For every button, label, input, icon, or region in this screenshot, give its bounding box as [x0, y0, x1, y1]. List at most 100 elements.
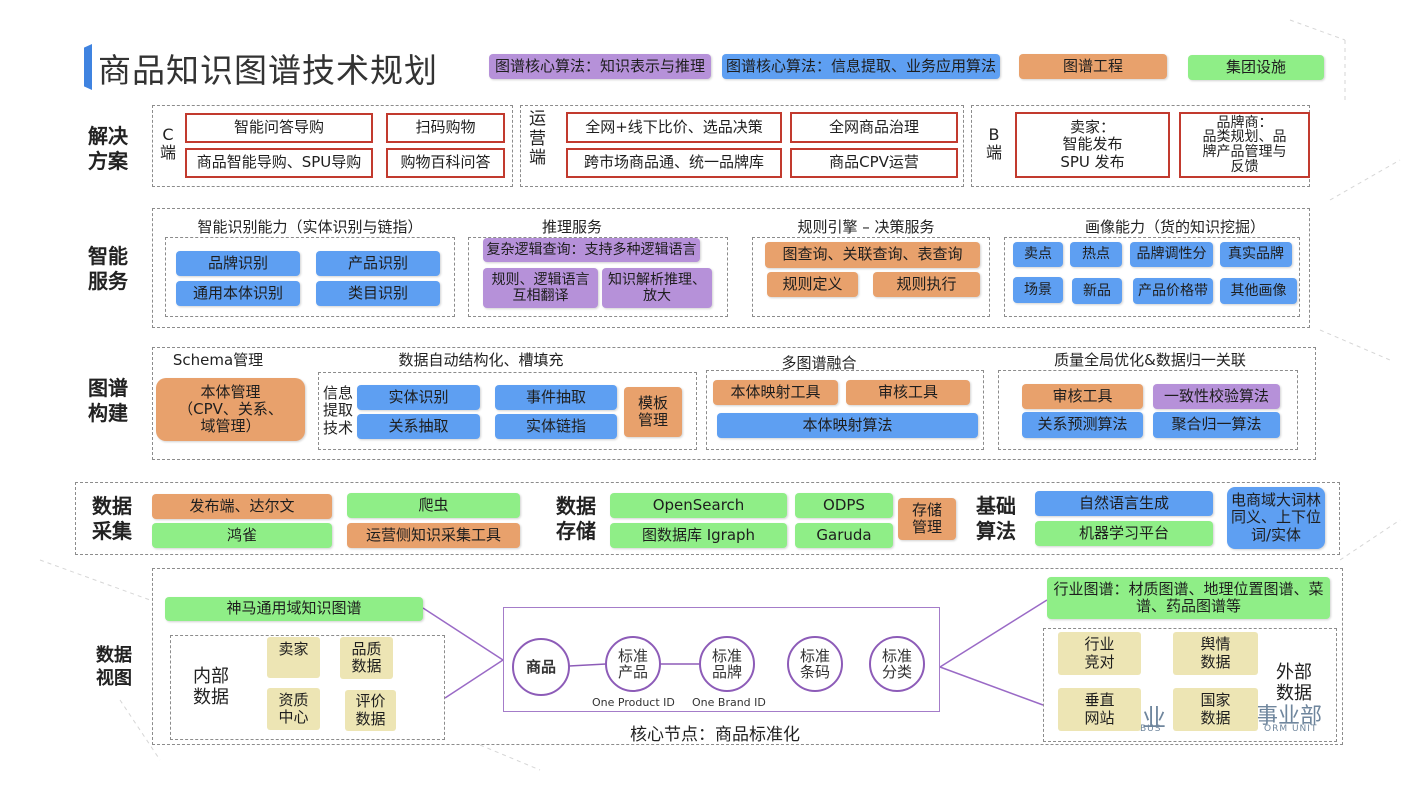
storage-opensearch: OpenSearch — [610, 493, 787, 518]
entity-linking: 实体链指 — [495, 414, 617, 439]
recognition-title: 智能识别能力（实体识别与链指） — [197, 218, 423, 236]
watermark-right: 事业部 — [1256, 704, 1323, 729]
external-data-group — [1043, 628, 1337, 742]
internal-qualification-center: 资质 中心 — [267, 688, 320, 730]
one-brand-id-label: One Brand ID — [692, 696, 766, 709]
profile-group — [1004, 237, 1300, 317]
page-title: 商品知识图谱技术规划 — [98, 51, 438, 90]
profile-price-band: 产品价格带 — [1133, 278, 1213, 304]
storage-garuda: Garuda — [795, 523, 893, 548]
node-standard-brand: 标准 品牌 — [699, 636, 755, 692]
solution-smart-qa: 智能问答导购 — [185, 113, 373, 143]
internal-seller: 卖家 — [267, 637, 320, 678]
profile-new-product: 新品 — [1072, 278, 1122, 304]
construction-group — [152, 347, 1316, 460]
structuring-title: 数据自动结构化、槽填充 — [398, 351, 564, 369]
section-label-data-view: 数据 视图 — [96, 645, 132, 689]
legend-extraction-algorithms: 图谱核心算法：信息提取、业务应用算法 — [722, 54, 1000, 79]
fusion-title: 多图谱融合 — [781, 354, 857, 372]
extraction-tech-label: 信息 提取 技术 — [323, 384, 354, 437]
rule-execution: 规则执行 — [873, 272, 980, 297]
complex-logic-query: 复杂逻辑查询：支持多种逻辑语言 — [483, 238, 700, 262]
relation-extraction: 关系抽取 — [357, 414, 480, 439]
collection-ops-tool: 运营侧知识采集工具 — [347, 523, 520, 548]
profile-brand-tone: 品牌调性分 — [1130, 242, 1213, 267]
category-recognition: 类目识别 — [316, 281, 440, 306]
section-label-construction: 图谱 构建 — [88, 376, 128, 425]
storage-management: 存储 管理 — [898, 498, 956, 540]
legend-knowledge-reasoning: 图谱核心算法：知识表示与推理 — [489, 54, 711, 79]
logic-translation: 规则、逻辑语言 互相翻译 — [483, 268, 598, 308]
data-layer-group — [75, 482, 1340, 555]
knowledge-inference: 知识解析推理、 放大 — [602, 268, 712, 308]
storage-odps: ODPS — [795, 493, 893, 518]
profile-hotspot: 热点 — [1070, 242, 1122, 267]
event-extraction: 事件抽取 — [495, 385, 617, 410]
collection-crawler: 爬虫 — [347, 493, 520, 518]
algorithm-nlg: 自然语言生成 — [1035, 491, 1213, 516]
core-node-caption: 核心节点：商品标准化 — [630, 725, 800, 745]
one-product-id-label: One Product ID — [592, 696, 675, 709]
solution-cpv-ops: 商品CPV运营 — [790, 148, 958, 178]
algorithm-ml-platform: 机器学习平台 — [1035, 521, 1213, 546]
external-competitors: 行业 竞对 — [1058, 632, 1141, 675]
watermark-logo: 业 事业部 BUS ORM UNIT — [1138, 696, 1328, 738]
solution-cross-market: 跨市场商品通、统一品牌库 — [566, 148, 782, 178]
section-label-storage: 数据 存储 — [556, 494, 596, 543]
brand-recognition: 品牌识别 — [176, 251, 300, 276]
ops-side-label: 运 营 端 — [529, 109, 546, 169]
internal-quality-data: 品质 数据 — [340, 637, 393, 679]
rule-definition: 规则定义 — [767, 272, 858, 297]
node-standard-category: 标准 分类 — [869, 636, 925, 692]
storage-igraph: 图数据库 Igraph — [610, 523, 787, 548]
external-public-opinion: 舆情 数据 — [1173, 632, 1258, 675]
reasoning-group — [468, 237, 728, 317]
watermark-sub-left: BUS — [1140, 724, 1162, 734]
ontology-mapping-tool: 本体映射工具 — [713, 380, 838, 405]
solution-scan-shopping: 扫码购物 — [386, 113, 505, 143]
watermark-sub-right: ORM UNIT — [1264, 724, 1318, 734]
internal-data-label: 内部 数据 — [193, 666, 229, 708]
rules-group — [752, 237, 990, 317]
node-product: 商品 — [512, 638, 570, 696]
ontology-management: 本体管理 （CPV、关系、 域管理） — [156, 378, 305, 441]
services-group — [152, 208, 1310, 328]
internal-data-group — [170, 635, 445, 740]
c-side-group — [152, 105, 513, 187]
node-standard-barcode: 标准 条码 — [787, 636, 843, 692]
profile-scene: 场景 — [1013, 277, 1063, 303]
graph-query: 图查询、关联查询、表查询 — [765, 242, 980, 268]
core-node-frame — [503, 607, 940, 712]
external-national-data: 国家 数据 — [1173, 688, 1258, 731]
solution-price-compare: 全网+线下比价、选品决策 — [566, 112, 782, 143]
external-data-label: 外部 数据 — [1276, 662, 1312, 704]
watermark-left: 业 — [1142, 704, 1166, 732]
ontology-mapping-algorithm: 本体映射算法 — [717, 413, 978, 438]
entity-recognition: 实体识别 — [357, 385, 480, 410]
title-accent-bar — [84, 44, 92, 90]
internal-review-data: 评价 数据 — [345, 690, 396, 731]
section-label-services: 智能 服务 — [88, 244, 128, 293]
consistency-check-algorithm: 一致性校验算法 — [1153, 384, 1280, 409]
schema-title: Schema管理 — [172, 351, 264, 369]
fusion-review-tool: 审核工具 — [846, 380, 970, 405]
profile-real-brand: 真实品牌 — [1220, 242, 1292, 267]
profile-title: 画像能力（货的知识挖掘） — [1084, 218, 1265, 236]
solution-smart-guide: 商品智能导购、SPU导购 — [185, 148, 373, 178]
quality-review-tool: 审核工具 — [1022, 384, 1143, 409]
shenma-general-kg: 神马通用域知识图谱 — [165, 597, 423, 621]
legend-group-infrastructure: 集团设施 — [1188, 55, 1324, 80]
c-side-label: C 端 — [160, 125, 177, 163]
node-standard-product: 标准 产品 — [605, 636, 661, 692]
solution-seller: 卖家： 智能发布 SPU 发布 — [1015, 112, 1170, 178]
ontology-recognition: 通用本体识别 — [176, 281, 300, 306]
ecommerce-lexicon: 电商域大词林 同义、上下位 词/实体 — [1227, 487, 1325, 549]
reasoning-title: 推理服务 — [541, 218, 602, 236]
external-vertical-sites: 垂直 网站 — [1058, 688, 1141, 731]
recognition-group — [165, 237, 455, 317]
ops-side-group — [520, 105, 964, 187]
profile-selling-point: 卖点 — [1013, 242, 1063, 267]
aggregation-normalization-algorithm: 聚合归一算法 — [1153, 412, 1280, 438]
section-label-collection: 数据 采集 — [92, 494, 132, 543]
